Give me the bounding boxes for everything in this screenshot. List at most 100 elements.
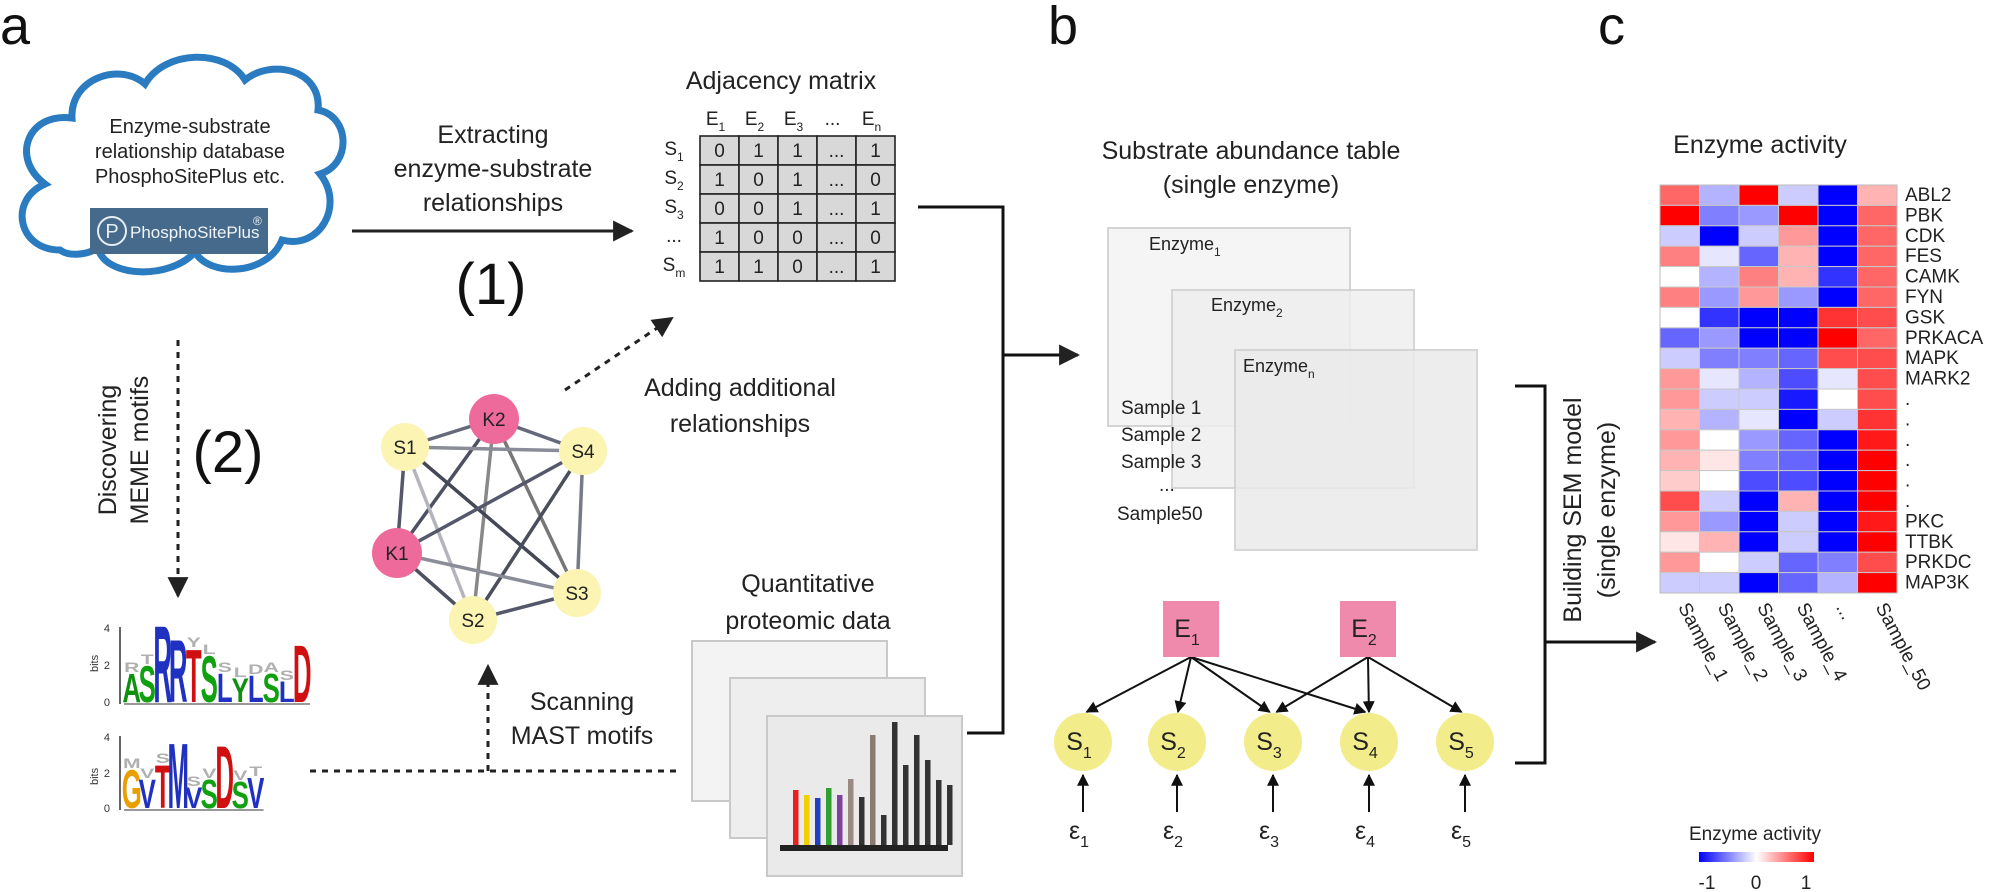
svg-text:2: 2 (104, 768, 110, 780)
sem-substrate-label: S1 (1066, 728, 1092, 762)
motif-letter-minor: T (141, 652, 154, 667)
network-node-s4 (559, 427, 607, 475)
heatmap-cell (1778, 510, 1819, 533)
panel-label-a: a (0, 0, 31, 56)
svg-text:0: 0 (104, 803, 110, 815)
heatmap-cell (1659, 368, 1700, 390)
matrix-cell (816, 251, 857, 282)
heatmap-cell (1699, 184, 1740, 206)
heatmap-cell (1659, 225, 1700, 247)
motif-letter-minor: L (203, 642, 216, 657)
heatmap-cell (1857, 225, 1898, 247)
svg-text:4: 4 (104, 623, 110, 635)
heatmap-cell (1857, 388, 1898, 410)
network-node-s1 (381, 423, 429, 471)
abundance-sample-ellipsis: ... (1159, 475, 1175, 496)
heatmap-cell (1659, 572, 1700, 594)
heatmap-cell (1659, 551, 1700, 574)
heatmap-cell (1817, 510, 1858, 533)
heatmap-cell (1659, 347, 1700, 370)
sem-enzyme-label: E1 (1174, 615, 1200, 649)
heatmap-row-label: . (1905, 430, 1910, 451)
abundance-sample-2: Sample 2 (1121, 425, 1201, 446)
matrix-cell (777, 164, 818, 195)
matrix-cell (777, 222, 818, 253)
matrix-cell-value: 0 (753, 199, 764, 220)
heatmap-cell (1738, 449, 1779, 472)
heatmap-row-label: TTBK (1905, 532, 1954, 553)
motif-letter: T (186, 634, 202, 718)
matrix-cell-value: 1 (753, 141, 764, 162)
matrix-cell-value: 0 (714, 199, 725, 220)
heatmap-cell (1857, 408, 1898, 431)
adding-text-1: Adding additional (644, 374, 836, 402)
matrix-cell (855, 251, 896, 282)
heatmap-cell (1699, 286, 1740, 308)
adjacency-title: Adjacency matrix (686, 67, 877, 95)
heatmap-row-label: PRKACA (1905, 328, 1983, 349)
heatmap-row-label: . (1905, 450, 1910, 471)
sem-substrate-node (1340, 713, 1398, 771)
heatmap-cell (1817, 551, 1858, 574)
network-edge (471, 418, 496, 621)
heatmap-cell (1857, 531, 1898, 553)
heatmap-cell (1817, 225, 1858, 247)
matrix-cell (816, 222, 857, 253)
matrix-cell (738, 222, 779, 253)
sem-substrate-node (1244, 713, 1302, 771)
heatmap-cell (1778, 245, 1819, 268)
heatmap-cell (1699, 429, 1740, 451)
network-node-label: S4 (571, 442, 595, 463)
heatmap-cell (1857, 204, 1898, 227)
motif-letter-minor: S (156, 751, 170, 766)
svg-text:PhosphoSitePlus: PhosphoSitePlus (130, 223, 259, 242)
proteomic-bar (793, 790, 799, 845)
heatmap-cell (1738, 306, 1779, 329)
matrix-cell (699, 135, 740, 166)
motif-letter: V (139, 772, 156, 817)
motif-letter: V (185, 781, 203, 814)
sem-substrate-node (1054, 713, 1112, 771)
heatmap-cell (1817, 306, 1858, 329)
heatmap-row-label: . (1905, 491, 1910, 512)
matrix-col-header: ... (825, 109, 841, 130)
heatmap-cell (1659, 429, 1700, 451)
matrix-cell (855, 193, 896, 224)
sem-substrate-label: S2 (1160, 728, 1186, 762)
sem-substrate-node (1148, 713, 1206, 771)
abundance-enzyme-1: Enzyme1 (1149, 234, 1221, 259)
matrix-cell-value: 0 (753, 170, 764, 191)
sem-edge (1174, 656, 1192, 714)
svg-text:®: ® (253, 214, 262, 228)
network-edge (395, 417, 496, 555)
proteomic-bar (925, 760, 931, 845)
matrix-cell-value: 0 (870, 170, 881, 191)
proteomic-bar (903, 765, 909, 845)
scale-tick-neg: -1 (1699, 873, 1716, 892)
matrix-cell (738, 251, 779, 282)
matrix-cell-value: ... (829, 228, 845, 249)
motif-letter: R (169, 622, 188, 721)
heatmap-cell (1699, 368, 1740, 390)
matrix-cell-value: ... (829, 170, 845, 191)
svg-text:bits: bits (89, 767, 101, 785)
proteomic-data-stack (691, 640, 963, 877)
matrix-cell-value: 0 (792, 228, 803, 249)
heatmap-cell (1778, 449, 1819, 472)
matrix-row-header: S3 (664, 197, 684, 222)
motif-letter-minor: L (234, 665, 247, 680)
matrix-row-header: S2 (664, 168, 684, 193)
motif-letter: Y (232, 673, 249, 710)
sem-enzyme-label: E2 (1351, 615, 1377, 649)
phosphositeplus-logo: P PhosphoSitePlus ® (90, 208, 268, 254)
matrix-cell-value: ... (829, 257, 845, 278)
heatmap-cell (1857, 490, 1898, 512)
abundance-table-stack (1107, 227, 1478, 551)
proteomic-bar (826, 788, 832, 845)
panel-label-b: b (1048, 0, 1078, 56)
matrix-cell (738, 164, 779, 195)
svg-text:bits: bits (89, 654, 101, 672)
quant-text-2: proteomic data (725, 607, 890, 635)
network-node-s3 (553, 569, 601, 617)
